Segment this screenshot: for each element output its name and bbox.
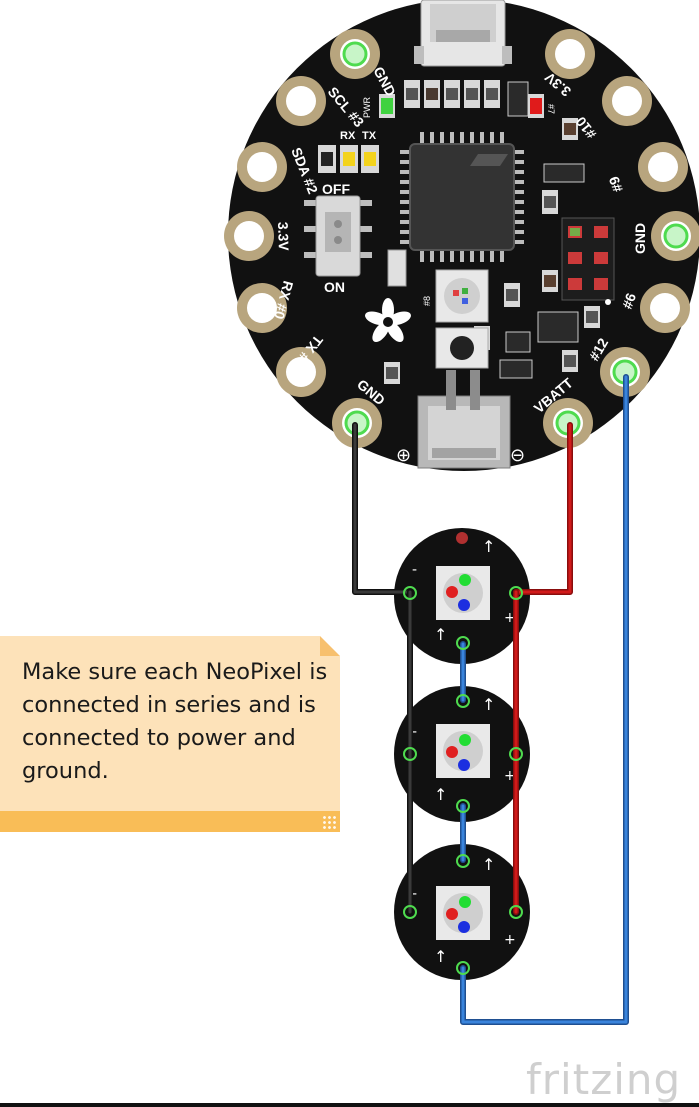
label-off: OFF (322, 181, 350, 197)
led-tx-yellow-2 (361, 145, 379, 173)
neopixel-3-minus: - (412, 886, 417, 902)
pad-12 (600, 347, 650, 397)
pad-6 (640, 283, 690, 333)
reset-button (435, 327, 489, 369)
pad-rx (237, 283, 287, 333)
label-6: #6 (619, 291, 639, 311)
led-tx-yellow-1 (340, 145, 358, 173)
onboard-neopixel (435, 269, 489, 323)
battery-minus-symbol: ⊖ (510, 445, 525, 466)
power-switch (304, 195, 372, 277)
neopixel-2-arrow-top: ↑ (482, 695, 495, 714)
neopixel-1-arrow-top: ↑ (482, 537, 495, 556)
flora-board: GND SCL #3 SDA #2 3.3V RX #0 TX #1 GND V… (224, 0, 699, 471)
led-7 (528, 94, 544, 118)
neopixel-1-plus: + (504, 610, 516, 626)
label-gnd-right: GND (632, 223, 648, 254)
label-rx-led: RX (340, 130, 356, 142)
label-on: ON (324, 279, 345, 295)
neopixel-2: ↑ ↑ - + (394, 686, 530, 822)
fritzing-logo: fritzing (526, 1055, 681, 1104)
neopixel-3: ↑ ↑ - + (394, 844, 530, 980)
note-text: Make sure each NeoPixel is connected in … (22, 659, 328, 784)
label-tx-led: TX (362, 130, 377, 142)
note-fold (320, 636, 340, 656)
neopixel-1-minus: - (412, 562, 417, 578)
neopixel-3-arrow-bottom: ↑ (434, 947, 447, 966)
pad-gnd-right (651, 211, 699, 261)
pad-gnd-top (330, 29, 380, 79)
label-9: #9 (605, 174, 625, 194)
neopixel-3-arrow-top: ↑ (482, 855, 495, 874)
battery-plus-symbol: ⊕ (396, 445, 411, 466)
neopixel-2-plus: + (504, 768, 516, 784)
icsp-header (561, 217, 615, 305)
pad-10 (602, 76, 652, 126)
label-pwr: PWR (362, 97, 372, 118)
label-p7: #7 (546, 104, 556, 114)
pad-3v3-left (224, 211, 274, 261)
pad-tx (276, 347, 326, 397)
adafruit-logo (365, 298, 411, 343)
label-3v3-left: 3.3V (275, 222, 292, 252)
note-footer-bar (0, 811, 340, 832)
neopixel-1: ↑ ↑ - + (394, 528, 530, 664)
jst-connector (417, 370, 511, 469)
atmega-chip (400, 132, 524, 262)
neopixel-3-plus: + (504, 932, 516, 948)
wire-data (460, 374, 629, 1025)
wire-ground (352, 422, 413, 915)
pad-scl (276, 76, 326, 126)
wire-power (513, 422, 573, 915)
pad-sda (237, 142, 287, 192)
neopixel-1-arrow-bottom: ↑ (434, 625, 447, 644)
bottom-border (0, 1103, 699, 1107)
label-p8: #8 (422, 296, 432, 306)
neopixel-connection-pads (403, 586, 523, 975)
pad-9 (638, 142, 688, 192)
note-box: Make sure each NeoPixel is connected in … (0, 636, 340, 832)
neopixel-2-minus: - (412, 724, 417, 740)
usb-connector (414, 0, 512, 67)
pad-3v3-right (545, 29, 595, 79)
led-rx (318, 145, 336, 173)
note-resize-grip[interactable] (322, 815, 336, 829)
neopixel-2-arrow-bottom: ↑ (434, 785, 447, 804)
led-pwr (379, 94, 395, 118)
